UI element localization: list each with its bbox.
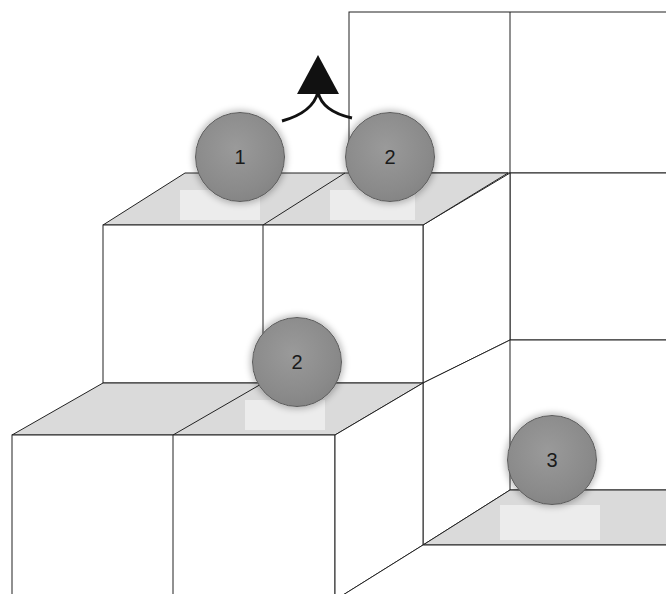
callout-number: 2 xyxy=(384,147,395,167)
wall-edge xyxy=(510,12,511,173)
wall xyxy=(423,340,666,545)
arrow-head xyxy=(297,55,339,94)
step-front xyxy=(335,545,666,594)
ball: 2 xyxy=(345,112,435,202)
wall xyxy=(510,173,666,340)
step-front xyxy=(12,435,335,594)
callout-number: 1 xyxy=(234,147,245,167)
ball: 1 xyxy=(195,112,285,202)
arrow-branch xyxy=(318,92,352,118)
ball: 3 xyxy=(507,415,597,505)
ball: 2 xyxy=(252,317,342,407)
callout-number: 2 xyxy=(291,352,302,372)
step-edge xyxy=(173,435,174,594)
step-top xyxy=(103,173,508,225)
callout-number: 3 xyxy=(546,450,557,470)
arrow-branch xyxy=(282,92,318,121)
highlight xyxy=(500,505,600,540)
